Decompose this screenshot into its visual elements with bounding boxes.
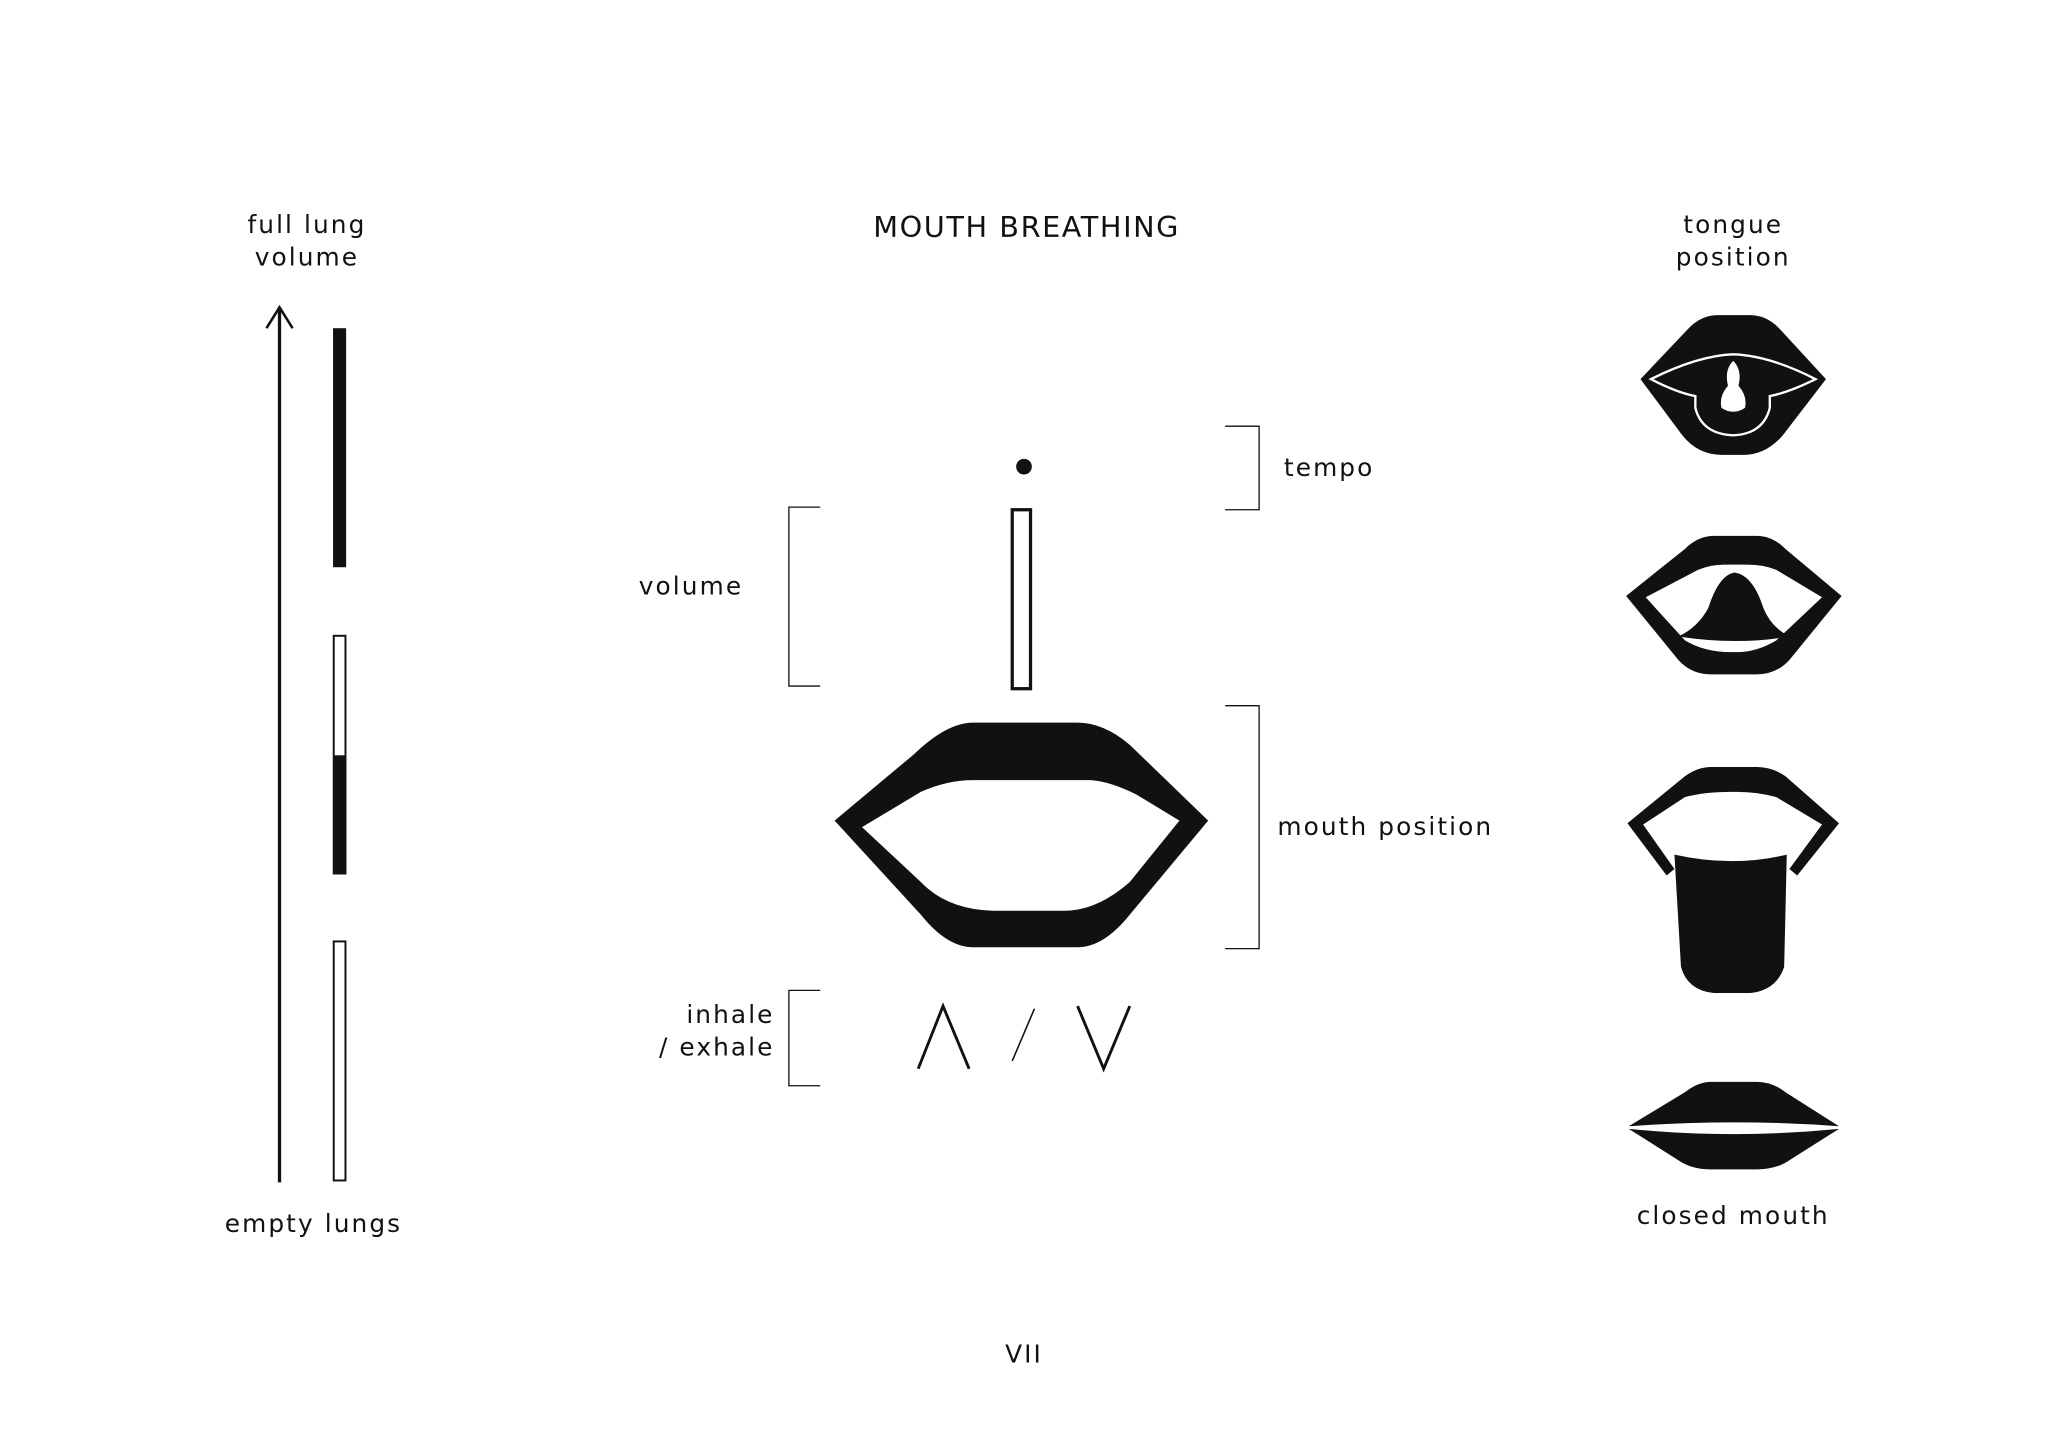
- mouth-open-icon: [834, 722, 1209, 948]
- mouth-position-bracket: [1225, 705, 1260, 950]
- inhale-label: inhale: [686, 1000, 774, 1029]
- exhale-symbol: [1076, 1005, 1132, 1073]
- closed-mouth-label: closed mouth: [1637, 1201, 1830, 1230]
- tempo-label: tempo: [1284, 453, 1375, 482]
- lung-bar-empty: [332, 940, 347, 1182]
- full-lung-label-2: volume: [255, 243, 359, 272]
- exhale-label: / exhale: [659, 1033, 775, 1062]
- tongue-out-icon: [1627, 767, 1840, 994]
- separator-slash: [1011, 1008, 1036, 1062]
- lung-volume-arrow: [265, 304, 294, 1183]
- tempo-bracket: [1225, 425, 1260, 511]
- tempo-dot: [1016, 458, 1032, 475]
- tongue-roof-icon: [1640, 315, 1826, 455]
- lung-bar-full: [333, 328, 347, 568]
- volume-bracket: [788, 506, 821, 687]
- full-lung-label: full lung: [247, 210, 366, 239]
- volume-bar: [1010, 508, 1033, 691]
- tongue-low-icon: [1626, 535, 1842, 675]
- page-number: VII: [1005, 1340, 1043, 1369]
- tongue-header-2: position: [1676, 243, 1791, 272]
- inhale-exhale-bracket: [788, 989, 821, 1087]
- inhale-symbol: [916, 1002, 971, 1070]
- empty-lungs-label: empty lungs: [225, 1209, 402, 1238]
- page-title: MOUTH BREATHING: [873, 210, 1180, 244]
- tongue-header: tongue: [1683, 210, 1783, 239]
- lung-bar-half: [332, 634, 347, 875]
- mouth-position-label: mouth position: [1277, 812, 1493, 841]
- closed-mouth-icon: [1628, 1081, 1840, 1170]
- volume-label: volume: [639, 572, 743, 601]
